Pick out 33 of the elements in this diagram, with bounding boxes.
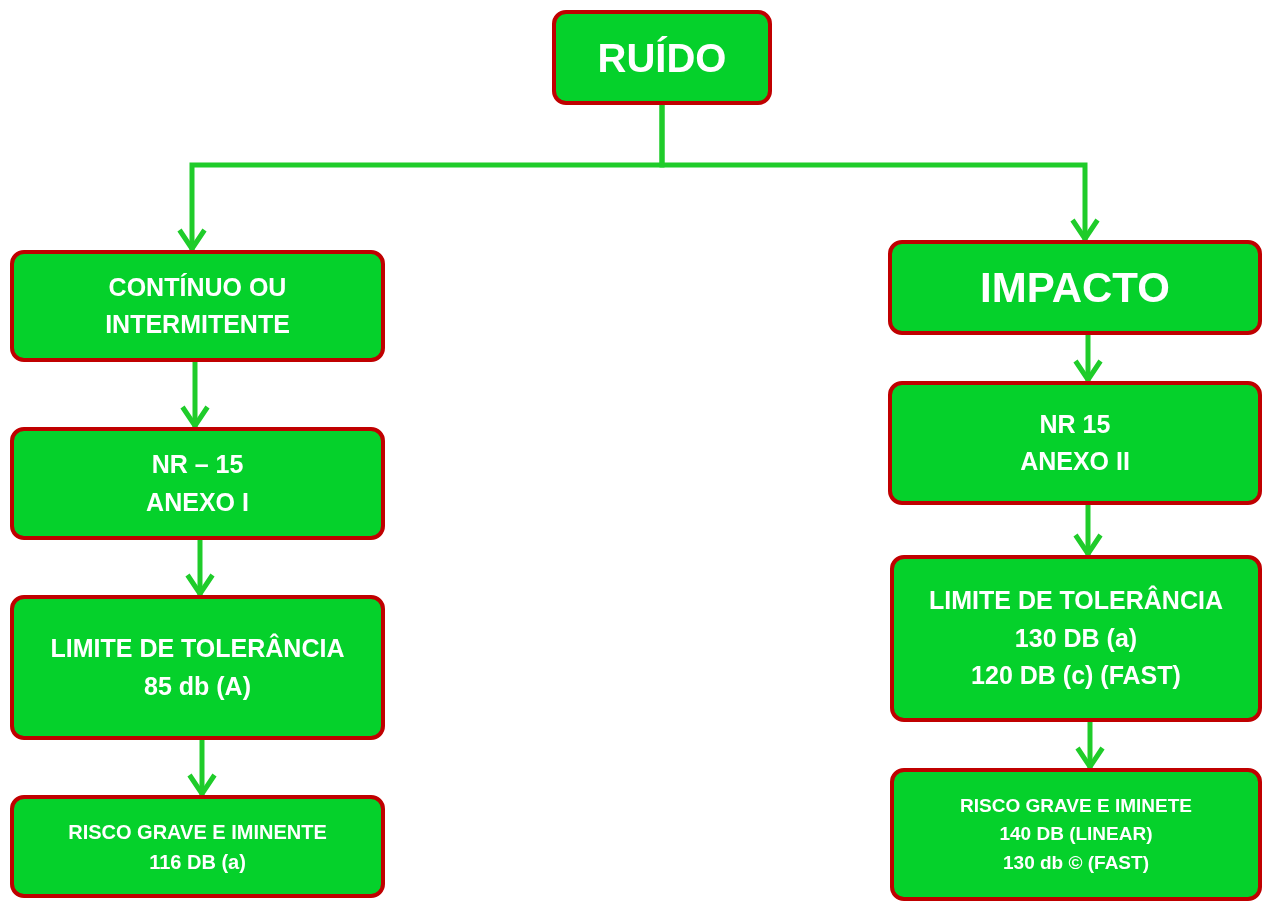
arrow <box>1073 505 1103 557</box>
arrow <box>185 540 215 597</box>
box-label: 116 DB (a) <box>149 849 246 875</box>
box-label: NR 15 <box>1039 408 1111 440</box>
box-label: RISCO GRAVE E IMINETE <box>960 793 1192 818</box>
arrow <box>659 105 1100 242</box>
arrow <box>1073 335 1103 383</box>
process-box <box>890 555 1262 722</box>
process-box <box>552 10 772 105</box>
arrow <box>180 362 210 429</box>
box-label: IMPACTO <box>980 263 1170 313</box>
box-label: RISCO GRAVE E IMINENTE <box>68 819 327 845</box>
box-label: LIMITE DE TOLERÂNCIA <box>50 632 345 664</box>
process-box <box>888 240 1262 335</box>
box-label: LIMITE DE TOLERÂNCIA <box>929 584 1223 617</box>
process-box <box>10 595 385 740</box>
process-box <box>10 795 385 898</box>
arrow <box>1075 722 1105 770</box>
box-label: RUÍDO <box>597 34 727 82</box>
box-label: 140 DB (LINEAR) <box>999 822 1153 847</box>
box-label: 130 DB (a) <box>1014 622 1138 654</box>
process-box <box>888 381 1262 505</box>
box-label: ANEXO I <box>146 486 249 518</box>
process-box <box>890 768 1262 901</box>
arrow <box>187 740 217 797</box>
box-label: 85 db (A) <box>144 670 251 702</box>
box-label: NR – 15 <box>151 449 244 480</box>
process-box <box>10 250 385 362</box>
box-label: 120 DB (c) (FAST) <box>971 660 1181 692</box>
box-label: ANEXO II <box>1020 446 1130 477</box>
box-label: CONTÍNUO OU INTERMITENTE <box>104 271 291 340</box>
box-label: 130 db © (FAST) <box>1003 850 1149 875</box>
process-box <box>10 427 385 540</box>
